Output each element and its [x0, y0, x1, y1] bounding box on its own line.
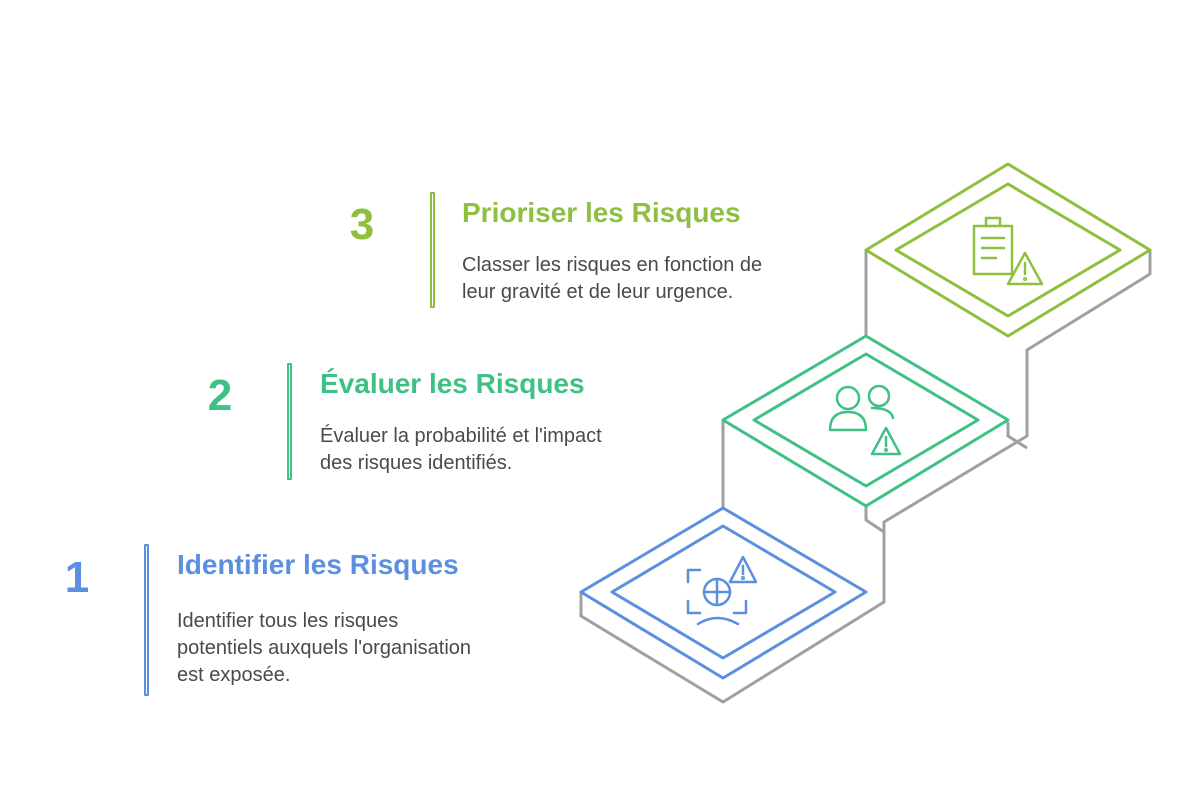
step-2-inner [752, 352, 980, 488]
staircase-structure [579, 250, 1152, 704]
step-2-number: 2 [207, 371, 233, 420]
step-3-description: Classer les risques en fonction de leur … [462, 254, 763, 303]
step-3-number: 3 [349, 200, 375, 249]
clipboard-warning-icon [972, 216, 1044, 286]
people-warning-icon [828, 384, 902, 456]
step-2-description: Évaluer la probabilité et l'impact des r… [320, 425, 602, 474]
step-2-title: Évaluer les Risques [320, 368, 585, 399]
step-1-title: Identifier les Risques [177, 549, 459, 580]
step-1-description: Identifier tous les risques potentiels a… [177, 610, 472, 686]
step-3-inner [894, 182, 1122, 318]
step-1-bar [144, 544, 149, 696]
target-scan-warning-icon [686, 555, 758, 626]
step-1-inner [610, 524, 837, 660]
step-3-title: Prioriser les Risques [462, 197, 741, 228]
step-2-bar [287, 363, 292, 480]
step-3-bar [430, 192, 435, 308]
step-1-number: 1 [64, 553, 90, 602]
